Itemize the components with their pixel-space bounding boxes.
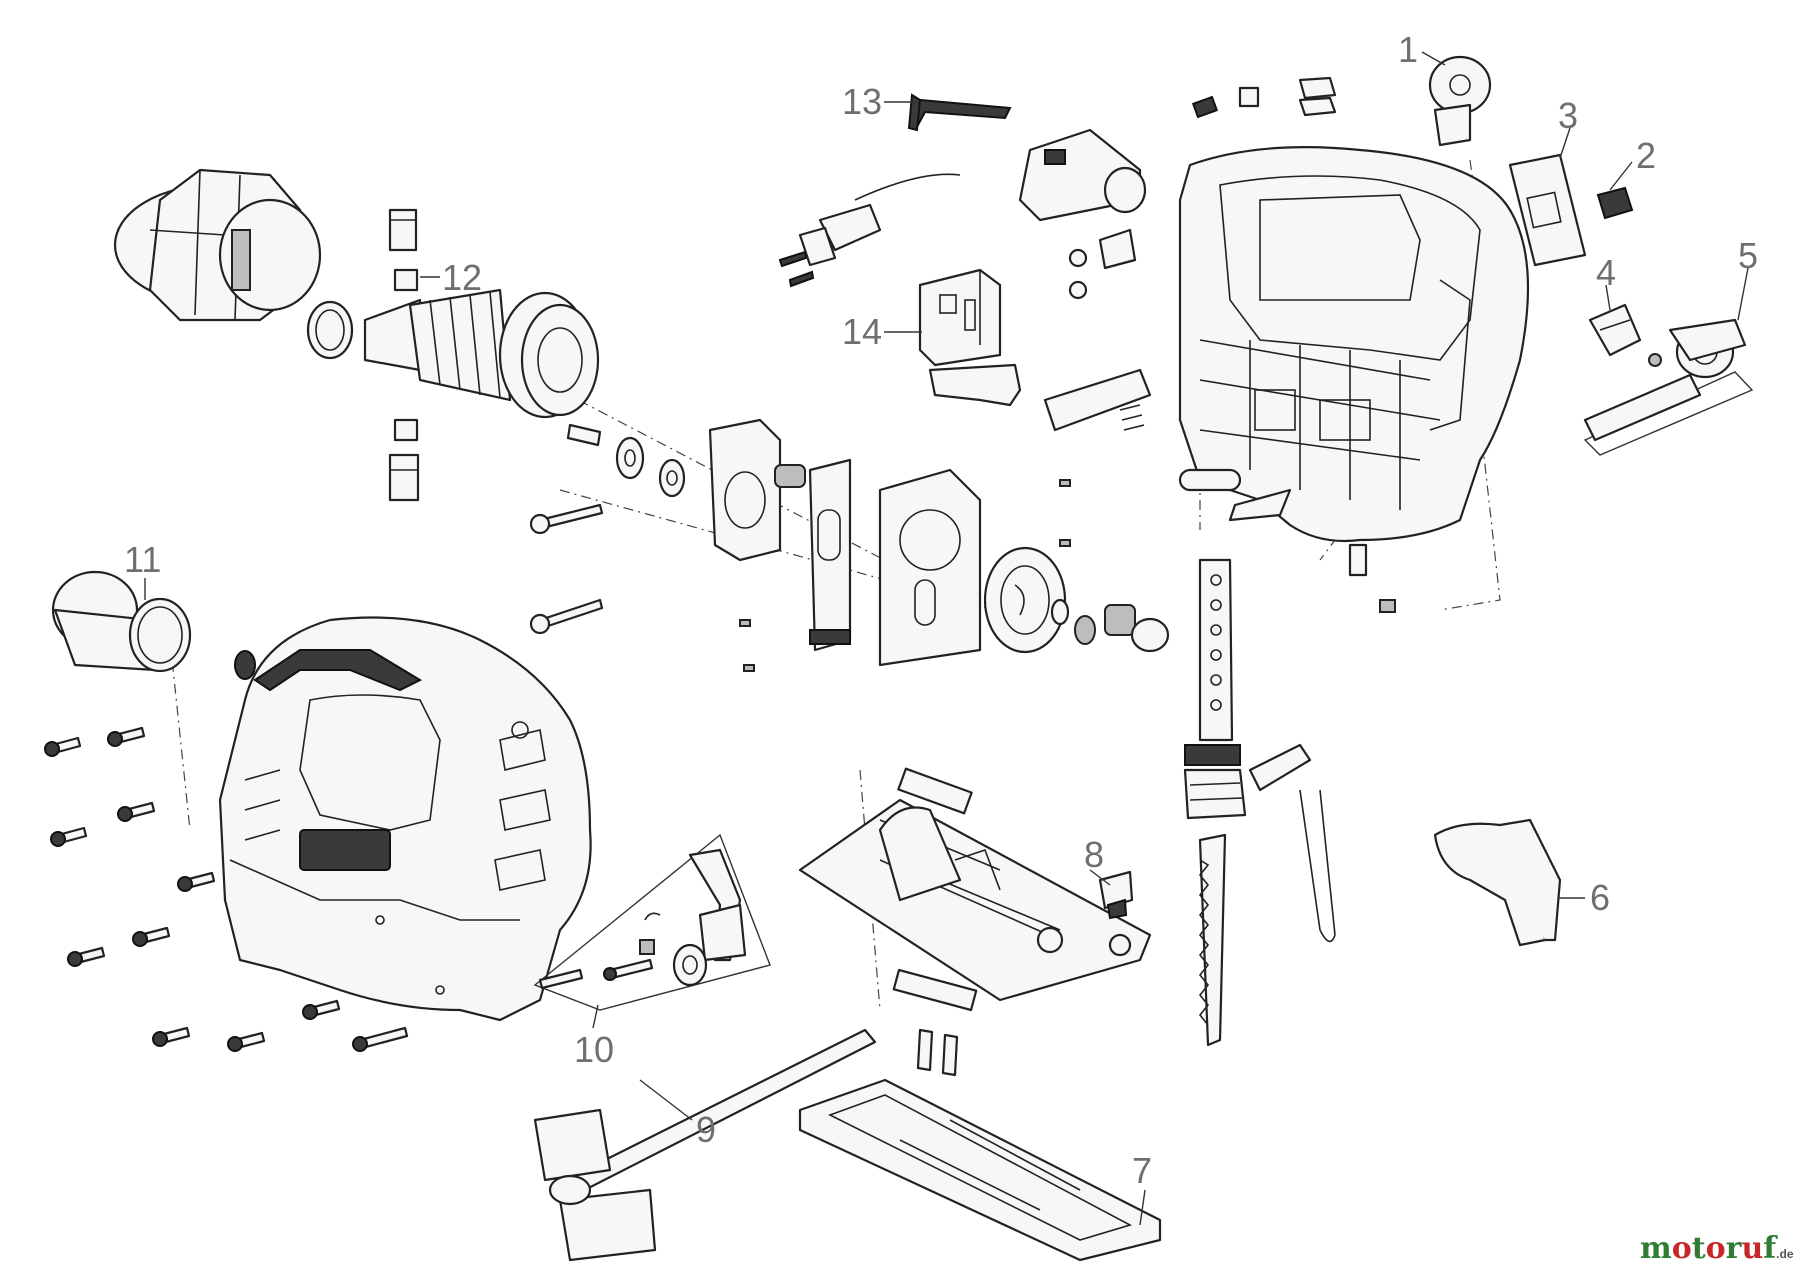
callout-4: 4 — [1596, 252, 1616, 293]
main-housing-half — [1178, 146, 1530, 543]
callout-5: 5 — [1738, 235, 1758, 276]
watermark-letter: u — [1741, 1231, 1763, 1266]
guide-clips — [1248, 743, 1336, 943]
gear-train — [615, 418, 1170, 672]
callout-labels: 1 2 3 4 5 6 7 8 9 10 11 12 13 14 — [124, 29, 1758, 1191]
callout-2: 2 — [1636, 135, 1656, 176]
leader-lines — [144, 51, 1749, 1226]
callout-12: 12 — [442, 257, 482, 298]
power-switch — [918, 268, 1022, 407]
long-screws — [529, 503, 604, 635]
callout-11: 11 — [124, 539, 161, 580]
part-8-knob — [1098, 870, 1134, 920]
housing-small-parts — [1043, 76, 1396, 613]
callout-1: 1 — [1398, 29, 1418, 70]
watermark-letter: f — [1763, 1231, 1778, 1266]
watermark-suffix: .de — [1776, 1247, 1794, 1261]
plunger-rod — [1183, 558, 1247, 820]
watermark-letter: r — [1726, 1231, 1743, 1266]
part-4-clip — [1588, 303, 1642, 357]
carbon-brushes — [388, 208, 420, 502]
callout-13: 13 — [842, 81, 882, 122]
part-1-knob — [1428, 55, 1492, 147]
base-plate — [798, 767, 1152, 1077]
callout-8: 8 — [1084, 834, 1104, 875]
motor-housing-cover — [113, 168, 322, 322]
part-6-dust-guard — [1433, 818, 1562, 947]
hex-key — [907, 93, 1012, 132]
watermark-letter: o — [1706, 1231, 1726, 1266]
callout-7: 7 — [1132, 1150, 1152, 1191]
watermark-letter: o — [1672, 1231, 1692, 1266]
callout-9: 9 — [696, 1109, 716, 1150]
watermark-letter: t — [1692, 1231, 1706, 1266]
watermark-letter: m — [1640, 1231, 1672, 1266]
part-5-assembly — [1583, 318, 1754, 456]
part-2-cap — [1596, 186, 1634, 220]
part-9-parallel-guide — [533, 1028, 877, 1262]
saw-blade — [1198, 833, 1227, 1047]
housing-screws — [44, 726, 409, 1052]
motor-armature — [306, 288, 602, 447]
part-3-plate — [1508, 153, 1587, 267]
callout-14: 14 — [842, 311, 882, 352]
part-7-base-shoe — [798, 1078, 1162, 1262]
callout-3: 3 — [1558, 95, 1578, 136]
power-plug — [778, 173, 961, 288]
callout-10: 10 — [574, 1029, 614, 1070]
motoruf-watermark: motoruf.de — [1640, 1231, 1794, 1266]
trigger-lever — [1018, 128, 1147, 222]
part-11-collar — [51, 570, 192, 673]
assembled-jigsaw-body — [218, 616, 592, 1022]
part-10-pendulum-assembly — [533, 833, 771, 1011]
callout-6: 6 — [1590, 877, 1610, 918]
